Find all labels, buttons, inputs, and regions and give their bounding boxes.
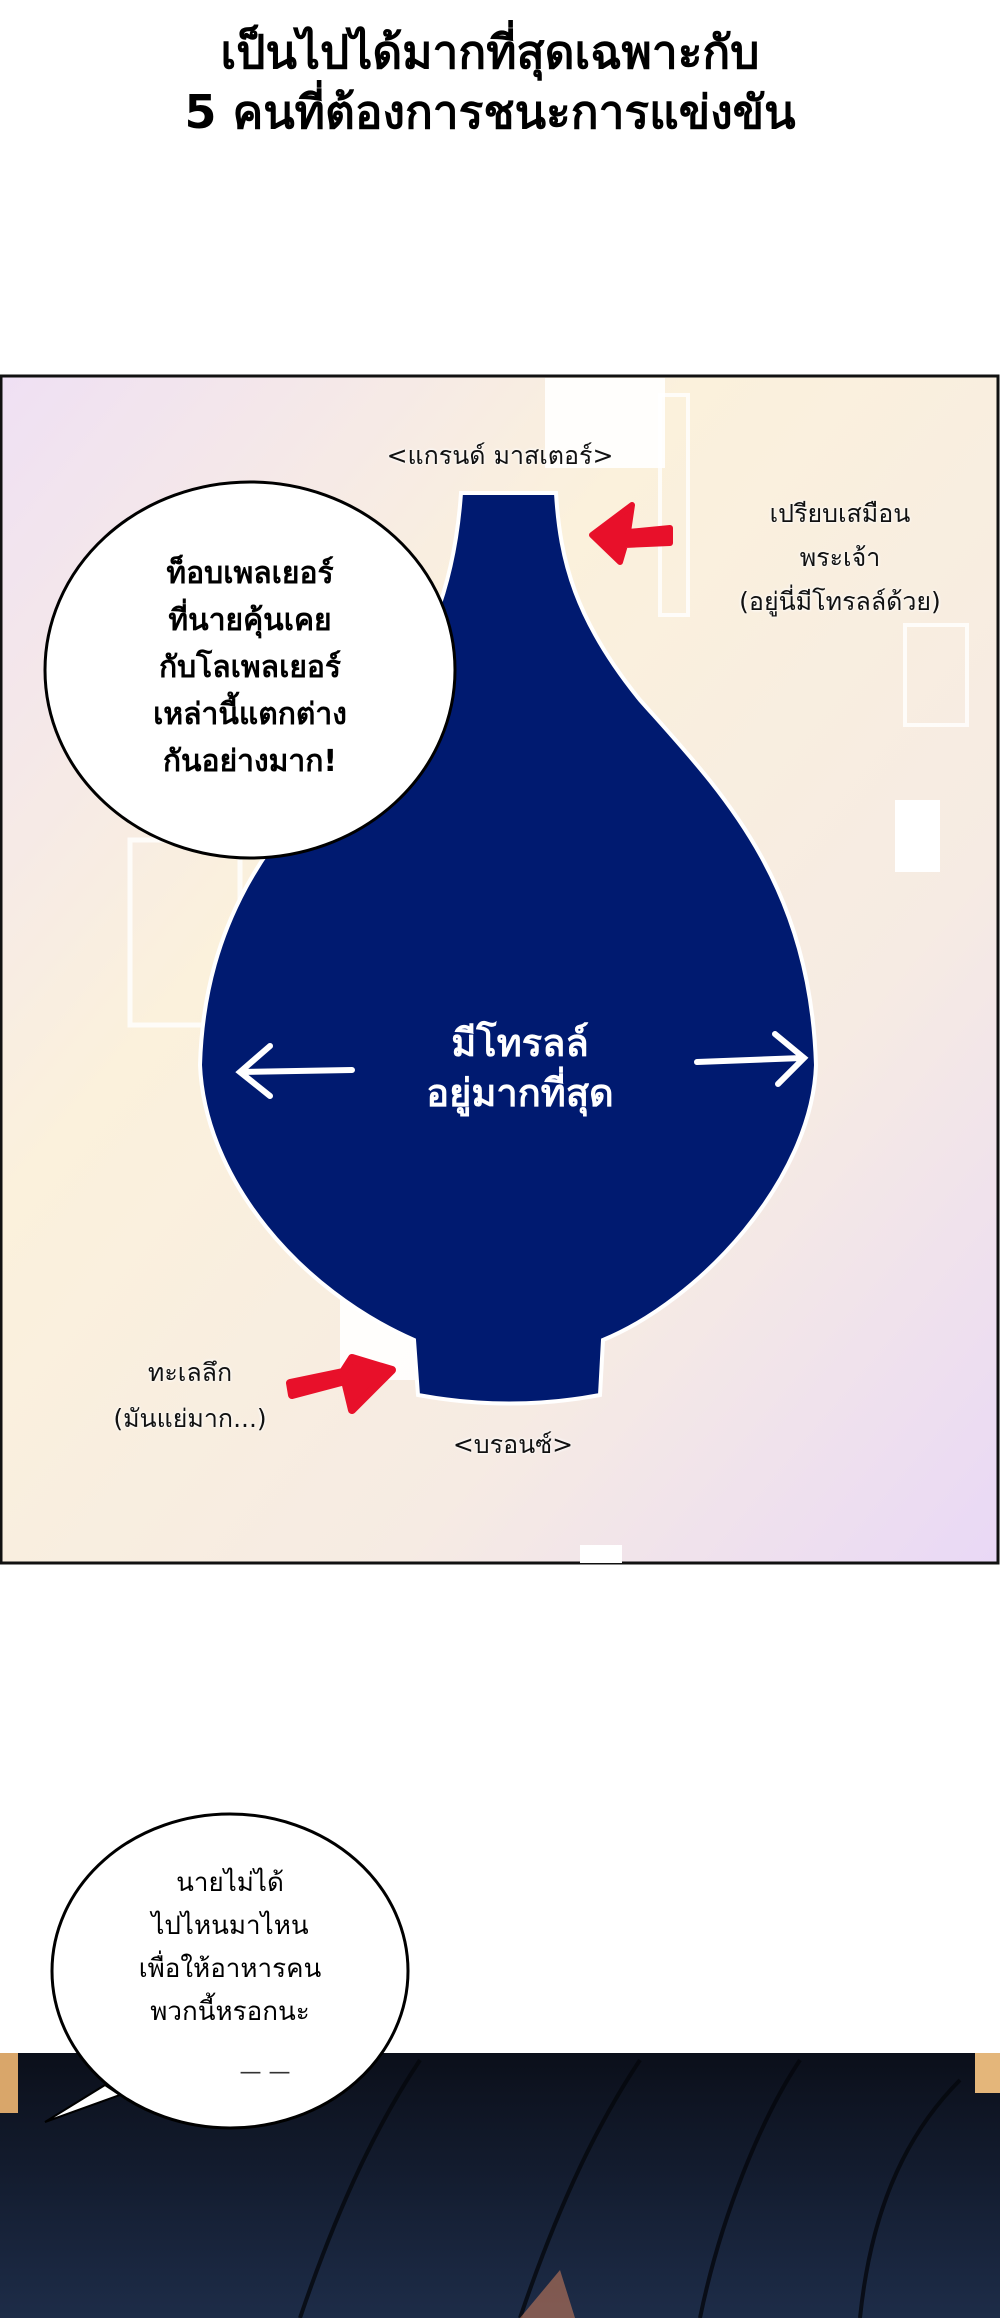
header-line-2: 5 คนที่ต้องการชนะการแข่งขัน	[184, 85, 796, 139]
bubble-2-text: นายไม่ได้ ไปไหนมาไหน เพื่อให้อาหารคน พวก…	[60, 1862, 400, 2034]
bubble-line: กับโลเพลเยอร์	[158, 650, 342, 685]
speech-bubble-1	[43, 480, 457, 860]
right-note: เปรียบเสมือน พระเจ้า (อยู่นี่มีโทรลล์ด้ว…	[690, 492, 990, 624]
bottom-left-note: ทะเลลึก (มันแย่มาก...)	[70, 1350, 310, 1442]
left-arrow-icon	[235, 1043, 355, 1099]
bubble-line: ที่นายคุ้นเคย	[168, 603, 332, 638]
dark-panel	[0, 1812, 1000, 2318]
bubble-line: นายไม่ได้	[176, 1868, 284, 1898]
center-line: มีโทรลล์	[451, 1021, 589, 1065]
bubble-line: ไปไหนมาไหน	[151, 1911, 309, 1941]
bubble-line: กันอย่างมาก!	[162, 744, 338, 779]
red-arrow-bottom-icon	[286, 1354, 396, 1414]
bronze-label: <บรอนซ์>	[452, 1430, 574, 1459]
grand-master-label: <แกรนด์ มาสเตอร์>	[386, 441, 614, 470]
bubble-1-text: ท็อบเพลเยอร์ ที่นายคุ้นเคย กับโลเพลเยอร์…	[50, 550, 450, 785]
right-note-line: (อยู่นี่มีโทรลล์ด้วย)	[739, 587, 941, 616]
bubble-line: ท็อบเพลเยอร์	[166, 556, 334, 591]
center-line: อยู่มากที่สุด	[426, 1071, 614, 1115]
bubble-line: เหล่านี้แตกต่าง	[153, 697, 347, 732]
red-arrow-top-icon	[589, 502, 673, 565]
right-arrow-icon	[694, 1031, 809, 1087]
bubble-line: พวกนี้หรอกนะ	[150, 1997, 310, 2027]
center-text: มีโทรลล์ อยู่มากที่สุด	[370, 1018, 670, 1118]
right-note-line: เปรียบเสมือน	[769, 499, 911, 528]
speech-bubble-2	[50, 1812, 410, 2130]
bubble-line: เพื่อให้อาหารคน	[138, 1954, 322, 1984]
header-line-1: เป็นไปได้มากที่สุดเฉพาะกับ	[220, 25, 760, 79]
bubble-2-trailing: — —	[239, 2060, 291, 2085]
note-line: (มันแย่มาก...)	[113, 1404, 267, 1433]
right-note-line: พระเจ้า	[799, 543, 881, 572]
note-line: ทะเลลึก	[147, 1358, 233, 1387]
diagram-panel	[0, 374, 1000, 1565]
